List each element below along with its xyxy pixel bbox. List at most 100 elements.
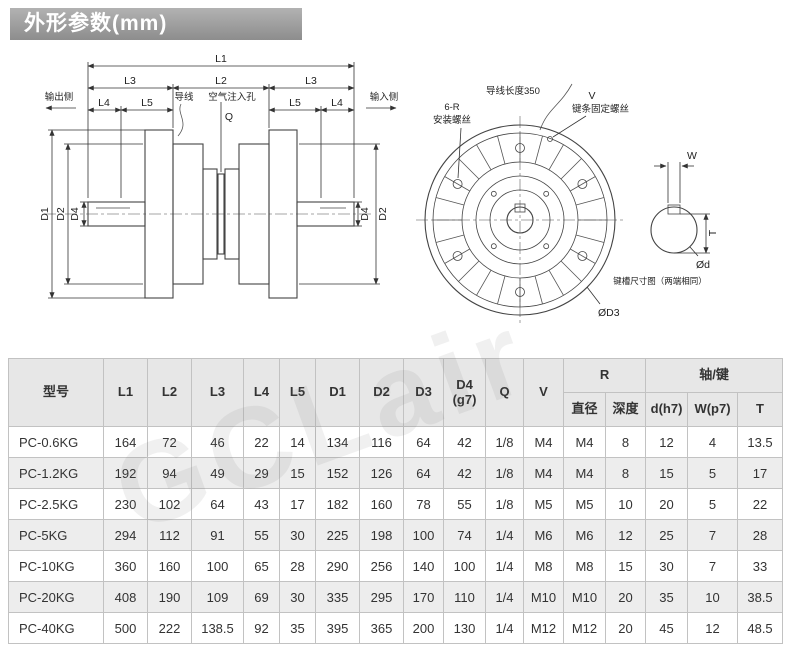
col-header-r-depth: 深度 [604,392,647,427]
spec-cell: 225 [315,519,360,551]
shaft-detail-drawing: W T Ød 键槽尺寸图（两端相同） [613,150,719,286]
spec-cell: 294 [103,519,148,551]
spec-cell: M5 [523,488,564,520]
spec-cell: 78 [403,488,444,520]
spec-cell: 22 [737,488,784,520]
spec-cell: 100 [191,550,244,582]
spec-cell: 295 [359,581,404,613]
bolt-hole [577,179,588,189]
spec-cell: M8 [523,550,564,582]
spec-cell: M4 [563,426,606,458]
col-header-shaft-group: 轴/键 [645,358,784,393]
spec-cell: 29 [243,457,280,489]
left-hub [202,168,218,260]
dim-label-w: W [687,150,697,162]
spec-cell: 42 [443,426,486,458]
side-dimension-lines [49,63,379,299]
spec-cell: 500 [103,612,148,644]
spec-cell: M12 [523,612,564,644]
technical-drawings: L1 L3 L2 L3 L4 L5 L5 L4 输出侧 输入侧 导线 空气注入孔… [39,53,719,324]
spec-cell: 100 [443,550,486,582]
spec-cell: 109 [191,581,244,613]
spec-cell: 94 [147,457,192,489]
mounting-bolt-holes [452,143,588,297]
col-header-d2: D2 [359,358,404,427]
spec-cell: 8 [604,457,647,489]
spec-cell: 10 [604,488,647,520]
spec-cell: 20 [604,612,647,644]
col-header-l5: L5 [279,358,316,427]
spec-cell: M6 [523,519,564,551]
col-header-r-group: R [562,358,647,393]
spec-cell: M4 [563,457,606,489]
col-header-l3: L3 [191,358,244,427]
spec-cell: M10 [563,581,606,613]
spec-cell: 100 [403,519,444,551]
mount-screw-label: 安装螺丝 [433,114,471,126]
spec-cell: 198 [359,519,404,551]
spec-cell: 25 [645,519,689,551]
right-fin-rim [268,129,298,299]
bolt-hole [452,179,463,189]
spec-cell: 64 [403,457,444,489]
col-header-wp7: W(p7) [687,392,739,427]
spec-cell: 13.5 [737,426,784,458]
spec-cell: 102 [147,488,192,520]
spec-cell: 17 [279,488,316,520]
dim-label-d3: ØD3 [598,307,620,319]
key-screw-leader [552,115,587,138]
spec-cell: 4 [687,426,739,458]
spec-cell: 112 [147,519,192,551]
col-header-model: 型号 [8,358,104,427]
col-header-l4: L4 [243,358,280,427]
spec-cell: 35 [279,612,316,644]
model-cell: PC-20KG [8,581,104,613]
header-row-1: 型号 L1 L2 L3 L4 L5 D1 D2 D3 D4 (g7) Q V R… [8,358,784,427]
keyway-slot [667,204,681,215]
spec-cell: M4 [523,426,564,458]
spec-cell: 49 [191,457,244,489]
spec-cell: M6 [563,519,606,551]
dim-label-l3-left: L3 [124,75,136,87]
spec-cell: 1/4 [485,612,524,644]
spec-cell: 1/4 [485,581,524,613]
col-header-l2: L2 [147,358,192,427]
mount-screw-leader [457,127,462,179]
spec-cell: M12 [563,612,606,644]
spec-cell: 55 [443,488,486,520]
spec-cell: 230 [103,488,148,520]
spec-cell: 15 [279,457,316,489]
spec-cell: 222 [147,612,192,644]
model-cell: PC-10KG [8,550,104,582]
output-side-label: 输出侧 [45,91,74,103]
spec-cell: 91 [191,519,244,551]
col-header-d1: D1 [315,358,360,427]
bolt-hole [515,143,525,153]
bolt-hole [452,251,463,261]
dim-label-q: Q [225,111,233,123]
spec-cell: 138.5 [191,612,244,644]
spec-cell: 14 [279,426,316,458]
spec-cell: 8 [604,426,647,458]
spec-cell: 45 [645,612,689,644]
spec-cell: 134 [315,426,360,458]
key-screw-label: 键条固定螺丝 [572,103,629,115]
shaft-keyway [514,203,526,213]
spec-cell: 192 [103,457,148,489]
spec-table: 型号 L1 L2 L3 L4 L5 D1 D2 D3 D4 (g7) Q V R… [8,358,784,644]
lead-length-label: 导线长度350 [486,85,540,97]
screw-hole [490,243,497,250]
spec-cell: 33 [737,550,784,582]
dim-label-d4-right: D4 [359,207,371,221]
input-side-label: 输入侧 [370,91,399,103]
spec-cell: 1/4 [485,519,524,551]
spec-cell: 64 [191,488,244,520]
page-title-banner: 外形参数(mm) [10,8,302,40]
spec-cell: 12 [604,519,647,551]
spec-cell: 5 [687,488,739,520]
spec-cell: 190 [147,581,192,613]
